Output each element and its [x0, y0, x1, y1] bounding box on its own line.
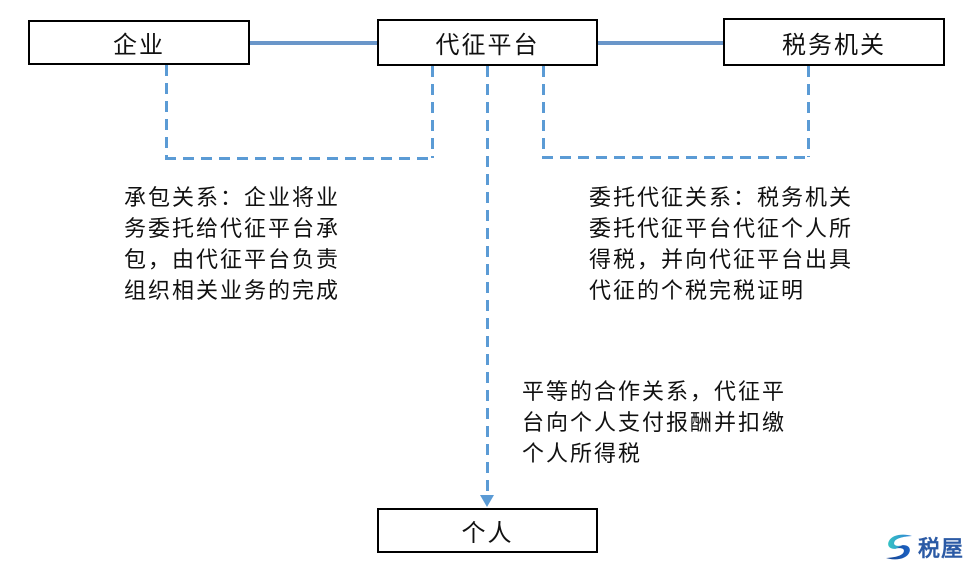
node-enterprise-label: 企业	[113, 32, 165, 59]
dashed-line-enterprise-down	[165, 65, 168, 158]
arrowhead-down-icon	[480, 495, 494, 507]
connector-platform-tax	[598, 41, 723, 45]
logo-text: 税屋	[918, 536, 965, 561]
node-tax-authority-label: 税务机关	[782, 31, 886, 59]
node-tax-authority: 税务机关	[723, 18, 945, 66]
logo-s-swoosh-icon	[884, 532, 914, 562]
dashed-line-platform-right-down	[542, 66, 545, 157]
node-platform: 代征平台	[377, 19, 598, 66]
node-platform-label: 代征平台	[435, 32, 540, 59]
dashed-line-platform-left-down	[431, 66, 434, 158]
node-enterprise: 企业	[28, 20, 250, 65]
annotation-contracting-relationship: 承包关系：企业将业 务委托给代征平台承 包，由代征平台负责 组织相关业务的完成	[124, 185, 341, 303]
node-individual-label: 个人	[461, 520, 514, 547]
connector-enterprise-platform	[250, 41, 377, 45]
dashed-line-left-horizontal	[165, 157, 434, 160]
node-individual: 个人	[377, 508, 598, 553]
shuiwu-logo: 税屋	[884, 531, 964, 563]
dashed-line-platform-to-individual	[486, 66, 489, 495]
dashed-line-right-horizontal	[542, 156, 810, 159]
annotation-cooperation-relationship: 平等的合作关系，代征平 台向个人支付报酬并扣缴 个人所得税	[522, 379, 787, 466]
dashed-line-tax-down	[807, 66, 810, 157]
annotation-delegation-relationship: 委托代征关系：税务机关 委托代征平台代征个人所 得税，并向代征平台出具 代征的个…	[589, 185, 854, 303]
